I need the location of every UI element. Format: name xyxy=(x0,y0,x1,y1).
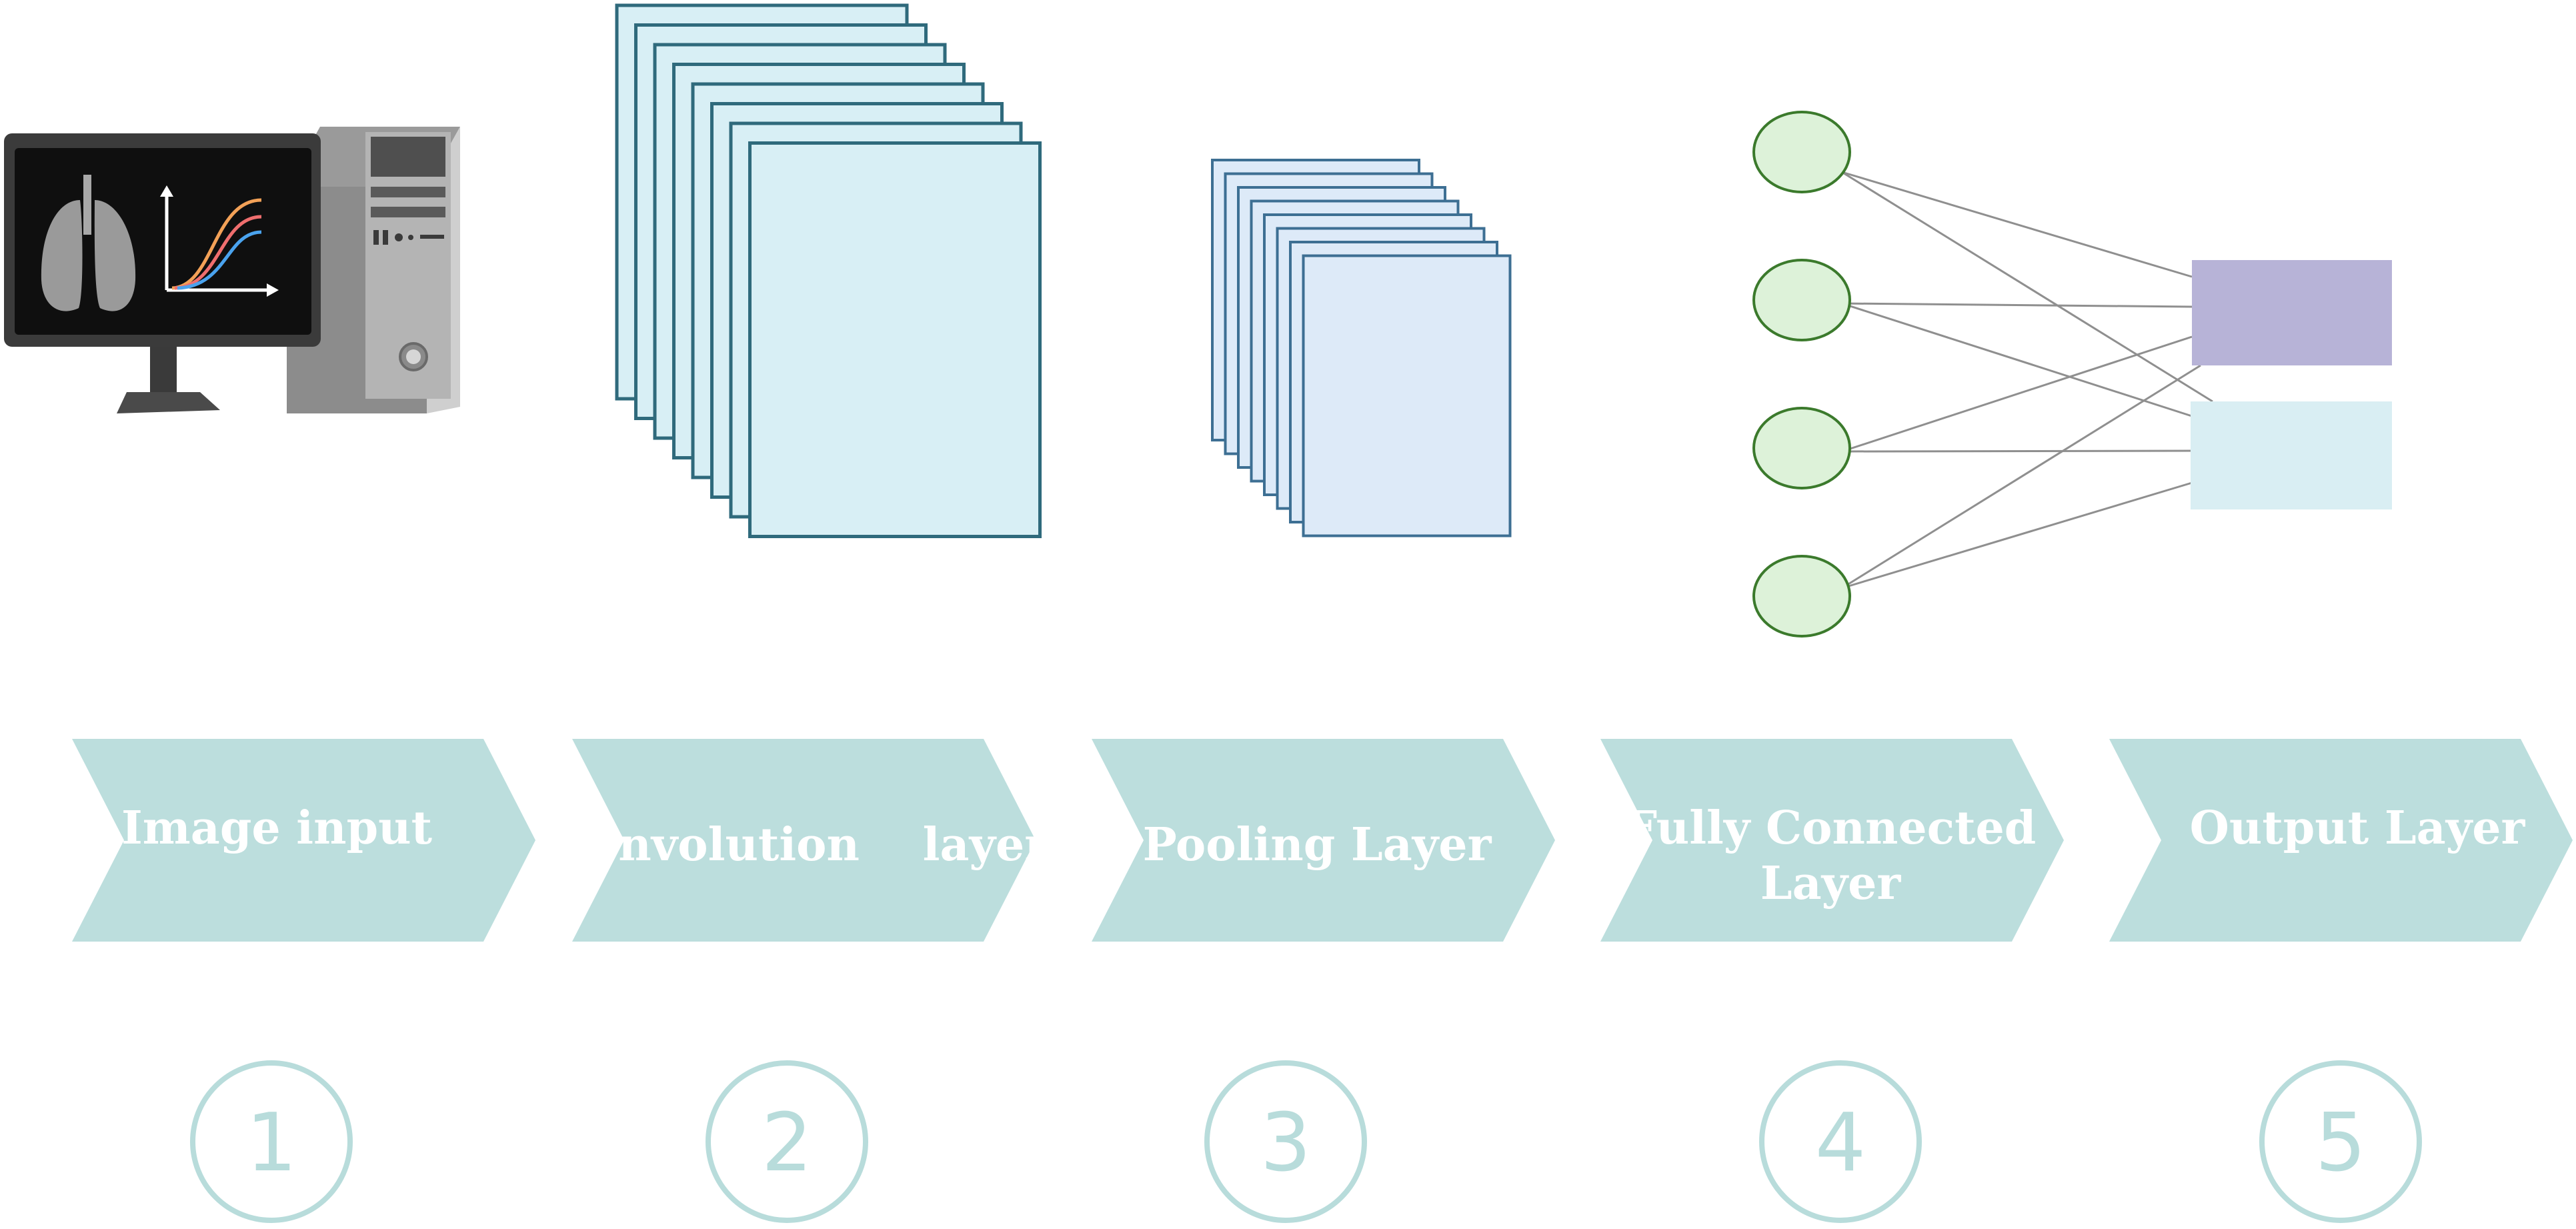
output-unit-1 xyxy=(2192,260,2392,365)
step-number-ring xyxy=(190,1060,353,1223)
step-number: 1 xyxy=(246,1097,297,1190)
step-label: Pooling Layer xyxy=(1143,818,1492,872)
fc-edge xyxy=(1841,171,2213,403)
fc-edge xyxy=(1841,302,2193,308)
step-chevron xyxy=(2109,739,2573,942)
step-number-ring xyxy=(2259,1060,2422,1223)
fc-neuron xyxy=(1752,111,1851,193)
step-number-badge: 3 xyxy=(1204,1060,1367,1223)
step-chevron xyxy=(572,739,1036,942)
fc-neuron xyxy=(1752,259,1851,341)
step-label: Layer xyxy=(1760,857,1902,910)
fc-edge xyxy=(1841,364,2201,589)
step-chevron xyxy=(72,739,535,942)
step-number-ring xyxy=(1204,1060,1367,1223)
fc-edge xyxy=(1841,335,2193,453)
fc-neuron xyxy=(1752,555,1851,638)
step-label: Image input xyxy=(121,802,433,855)
step-chevron xyxy=(1600,739,2064,942)
step-number-ring xyxy=(1759,1060,1922,1223)
fully-connected-network xyxy=(1752,111,2392,638)
fc-neuron xyxy=(1752,407,1851,489)
fc-edge xyxy=(1841,481,2193,589)
pooling-feature-map-stack xyxy=(1211,159,1512,537)
step-number-badge: 4 xyxy=(1759,1060,1922,1223)
step-number: 4 xyxy=(1815,1097,1866,1190)
step-number: 2 xyxy=(762,1097,812,1190)
step-number: 3 xyxy=(1260,1097,1311,1190)
output-unit-2 xyxy=(2191,401,2392,509)
fc-edge xyxy=(1841,171,2193,278)
fc-edges xyxy=(1841,171,2213,589)
pipeline-step-2: Convolution layer xyxy=(552,739,1049,942)
pipeline-step-1: Image input xyxy=(72,739,535,942)
step-number-badge: 5 xyxy=(2259,1060,2422,1223)
output-units xyxy=(2191,260,2392,509)
pipeline-chevrons: Image input Convolution layer Pooling Laye… xyxy=(72,739,2573,942)
fc-edge xyxy=(1841,302,2193,417)
step-chevron xyxy=(1092,739,1555,942)
pool-feature-map xyxy=(1302,254,1512,537)
pc-tower-icon xyxy=(287,127,460,413)
pipeline-step-5: Output Layer xyxy=(2109,739,2573,942)
fc-nodes xyxy=(1752,111,1851,638)
step-label: Convolution layer xyxy=(552,818,1049,872)
pipeline-step-3: Pooling Layer xyxy=(1092,739,1555,942)
growth-curve-chart-icon xyxy=(160,185,279,297)
step-label: Fully Connected xyxy=(1625,802,2037,855)
step-label: Output Layer xyxy=(2190,802,2526,855)
step-number: 5 xyxy=(2315,1097,2366,1190)
computer-with-lung-scan-icon xyxy=(4,127,460,413)
step-numbers: 1 2 3 4 5 xyxy=(190,1060,2422,1223)
step-number-ring xyxy=(706,1060,868,1223)
conv-feature-map xyxy=(748,141,1042,538)
convolution-feature-map-stack xyxy=(615,3,1042,538)
lungs-icon xyxy=(41,175,136,311)
step-number-badge: 1 xyxy=(190,1060,353,1223)
step-number-badge: 2 xyxy=(706,1060,868,1223)
